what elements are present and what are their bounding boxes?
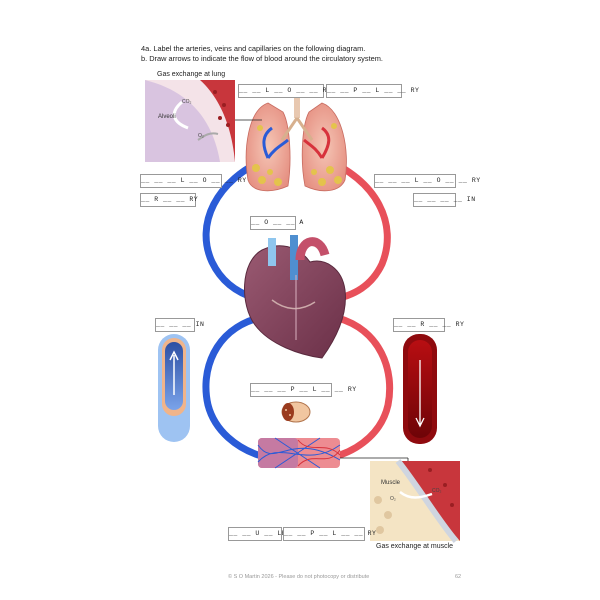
label-box-aorta[interactable]: __ O __ __ A <box>250 216 303 230</box>
copyright-footer: © S O Martin 2026 - Please do not photoc… <box>228 574 370 580</box>
lung-gas-exchange-caption: Gas exchange at lung <box>157 71 226 78</box>
label-box-pulmonary-artery[interactable]: __ __ L __ O __ __ RY <box>238 84 331 98</box>
co2-label-muscle: CO₂ <box>432 488 442 494</box>
o2-label-muscle: O₂ <box>390 496 396 502</box>
label-box-right-upper-2[interactable]: __ __ __ __ IN <box>413 193 475 207</box>
systemic-loop-right-red <box>334 314 394 459</box>
co2-label: CO₂ <box>182 99 192 105</box>
label-box-artery[interactable]: __ __ R __ __ RY <box>393 318 464 332</box>
alveoli-label: Alveoli <box>158 114 176 120</box>
label-box-capillary[interactable]: __ __ __ P __ L __ __ RY <box>250 383 356 397</box>
lung-inset: Alveoli CO₂ O₂ <box>145 80 262 162</box>
artery-illustration <box>403 334 437 444</box>
muscle-gas-exchange-caption: Gas exchange at muscle <box>376 543 454 550</box>
instruction-line-1: 4a. Label the arteries, veins and capill… <box>141 44 366 53</box>
muscle-label: Muscle <box>381 480 401 486</box>
o2-label-lung: O₂ <box>198 133 204 139</box>
question-instructions: 4a. Label the arteries, veins and capill… <box>141 44 383 64</box>
pulmonary-loop-left-blue <box>202 154 272 304</box>
label-box-muscle[interactable]: __ __ U __ LE <box>228 527 286 541</box>
instruction-line-2: b. Draw arrows to indicate the flow of b… <box>141 54 383 63</box>
capillary-bed <box>257 437 341 469</box>
page-number: 62 <box>455 574 462 580</box>
label-box-left-upper-2[interactable]: __ R __ __ RY <box>140 193 198 207</box>
label-box-pulmonary-vein[interactable]: __ __ P __ L __ __ RY <box>326 84 419 98</box>
capillary-cross-section <box>281 401 311 423</box>
lungs <box>245 88 347 192</box>
label-box-vein[interactable]: __ __ __ IN <box>155 318 204 332</box>
label-box-right-upper-1[interactable]: __ __ __ L __ O __ __ RY <box>374 174 480 188</box>
vein-illustration <box>158 334 190 442</box>
pulmonary-loop-right-red <box>318 154 391 304</box>
systemic-loop-left-blue <box>202 314 262 459</box>
muscle-inset: Muscle O₂ CO₂ <box>340 457 460 543</box>
heart <box>244 235 346 359</box>
label-box-left-upper-1[interactable]: __ __ __ L __ O __ __ RY <box>140 174 246 188</box>
label-box-muscle-capillary[interactable]: __ __ P __ L __ __ RY <box>283 527 376 541</box>
